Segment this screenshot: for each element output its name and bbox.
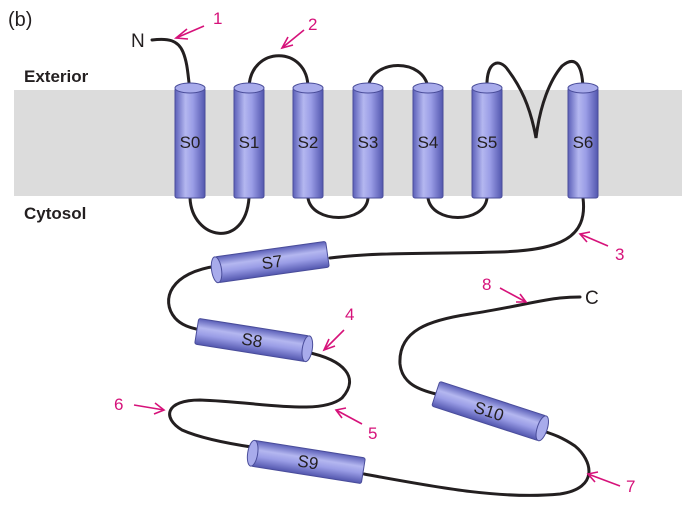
helix-s10: S10 xyxy=(431,381,549,442)
callout-1: 1 xyxy=(173,9,222,40)
helix-s4: S4 xyxy=(412,82,444,199)
cytosol-label: Cytosol xyxy=(24,204,86,223)
c-terminus-label: C xyxy=(585,288,599,309)
helix-s7: S7 xyxy=(210,241,330,284)
helix-s5: S5 xyxy=(471,82,503,199)
polypeptide-chain xyxy=(150,37,591,497)
label-s2: S2 xyxy=(298,133,319,152)
helix-s6: S6 xyxy=(567,82,599,199)
helix-s0: S0 xyxy=(174,82,206,199)
callout-label-3: 3 xyxy=(615,245,624,264)
n-terminal-segment xyxy=(150,37,192,92)
loop-s4-s5 xyxy=(426,196,489,219)
label-s8: S8 xyxy=(240,329,264,351)
callout-8: 8 xyxy=(482,275,528,303)
pore-loop xyxy=(485,60,585,139)
linker-s6-s7 xyxy=(328,196,586,260)
callout-label-7: 7 xyxy=(626,477,635,496)
callout-label-5: 5 xyxy=(368,424,377,443)
label-s6: S6 xyxy=(573,133,594,152)
callout-label-2: 2 xyxy=(308,15,317,34)
callout-5: 5 xyxy=(334,407,377,443)
loop-s1-s2 xyxy=(247,54,310,90)
helix-s9: S9 xyxy=(246,439,366,484)
label-s7: S7 xyxy=(260,252,283,274)
linker-s9-s10 xyxy=(362,428,591,497)
callout-label-1: 1 xyxy=(213,9,222,28)
panel-label: (b) xyxy=(8,9,32,31)
callout-label-8: 8 xyxy=(482,275,491,294)
helix-s8: S8 xyxy=(194,318,314,363)
callout-7: 7 xyxy=(586,471,635,496)
loop-s3-s4 xyxy=(366,64,430,90)
helix-s3: S3 xyxy=(352,82,384,199)
loop-s0-s1 xyxy=(188,196,251,235)
callout-3: 3 xyxy=(578,231,624,264)
label-s4: S4 xyxy=(418,133,439,152)
c-terminal-segment xyxy=(398,295,582,396)
n-terminus-label: N xyxy=(131,31,145,52)
linker-s7-s8 xyxy=(167,264,220,332)
transmembrane-helices: S0 S1 S2 S3 S4 S5 S6 xyxy=(174,82,599,199)
linker-s8-s9 xyxy=(168,350,352,450)
label-s9: S9 xyxy=(296,451,320,473)
callout-label-4: 4 xyxy=(345,305,354,324)
callouts: 1 2 3 4 5 6 7 xyxy=(114,9,635,496)
label-s3: S3 xyxy=(358,133,379,152)
callout-4: 4 xyxy=(322,305,354,352)
exterior-label: Exterior xyxy=(24,67,89,86)
helix-s2: S2 xyxy=(292,82,324,199)
cytosolic-helices: S7 S8 S9 S10 xyxy=(194,241,549,484)
label-s0: S0 xyxy=(180,133,201,152)
label-s1: S1 xyxy=(239,133,260,152)
callout-label-6: 6 xyxy=(114,395,123,414)
callout-6: 6 xyxy=(114,395,166,415)
label-s5: S5 xyxy=(477,133,498,152)
callout-2: 2 xyxy=(280,15,317,50)
loop-s2-s3 xyxy=(306,196,370,219)
helix-s1: S1 xyxy=(233,82,265,199)
